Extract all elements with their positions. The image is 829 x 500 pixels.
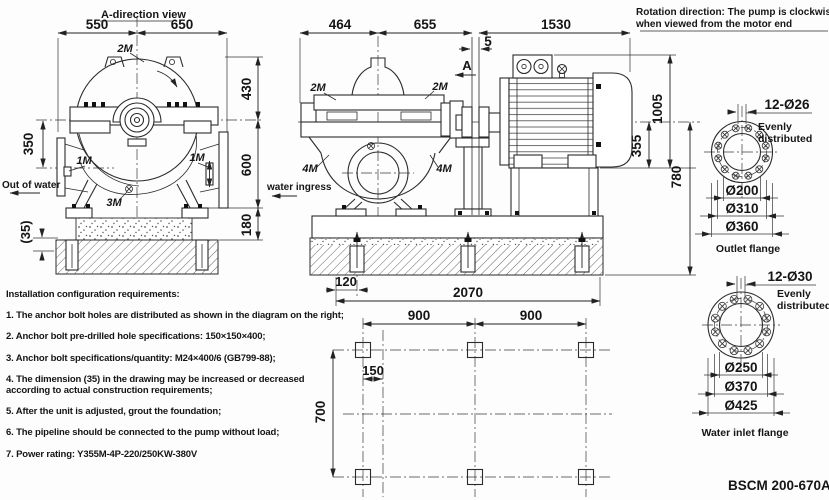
install-notes: Installation configuration requirements:…	[6, 289, 344, 470]
front-view: A-direction view 550 650 430 600 180 350…	[2, 9, 263, 275]
rotation-note: Rotation direction: The pump is clockwis…	[635, 7, 829, 32]
install-note-item: 6. The pipeline should be connected to t…	[6, 427, 280, 439]
outlet-evenly-2: distributed	[758, 133, 812, 145]
anchor-hole	[466, 341, 484, 359]
motor-support	[510, 167, 599, 217]
outlet-dia-360: Ø360	[725, 219, 758, 234]
rotation-arrow-icon	[156, 70, 178, 88]
inlet-flange-caption: Water inlet flange	[701, 427, 788, 439]
install-note-item: 1. The anchor bolt holes are distributed…	[6, 310, 344, 322]
baseplate	[311, 215, 604, 239]
foundation-section	[55, 239, 219, 275]
motor-end-cap	[592, 72, 633, 168]
1m-bolt-left	[63, 166, 72, 177]
dim-780: 780	[669, 166, 684, 189]
anchor-hole	[354, 341, 372, 359]
out-of-water-label: Out of water	[2, 180, 60, 191]
label-1m-right: 1M	[189, 152, 205, 164]
install-note-item: 4. The dimension (35) in the drawing may…	[6, 373, 305, 397]
front-view-title: A-direction view	[101, 9, 186, 21]
dim-430: 430	[239, 78, 254, 101]
dim-5: 5	[484, 34, 492, 49]
outlet-bolt-spec: 12-Ø26	[764, 97, 810, 112]
label-2m-side-left: 2M	[309, 82, 326, 94]
dim-650: 650	[171, 17, 194, 32]
label-4m-right: 4M	[435, 163, 452, 175]
anchor-hole	[354, 468, 372, 486]
motor-body	[508, 77, 597, 169]
inlet-flange-diagram: 12-Ø30 Evenly distributed Ø250 Ø370 Ø425…	[692, 269, 829, 439]
label-1m-left: 1M	[76, 155, 92, 167]
install-note-item: 2. Anchor bolt pre-drilled hole specific…	[6, 331, 266, 343]
casing-bell	[351, 57, 405, 96]
dim-355: 355	[629, 134, 644, 157]
dim-550: 550	[86, 17, 109, 32]
anchor-hole	[466, 468, 484, 486]
side-view: 2M 2M 4M 4M A water ingress 464 655 1530…	[266, 17, 700, 306]
inlet-dia-425: Ø425	[724, 398, 758, 413]
inlet-evenly-1: Evenly	[777, 288, 811, 300]
section-label-a: A	[462, 58, 472, 73]
rotation-note-line2: when viewed from the motor end	[635, 19, 792, 30]
outlet-evenly-1: Evenly	[758, 121, 792, 133]
outlet-dia-310: Ø310	[725, 201, 758, 216]
outlet-dia-200: Ø200	[725, 183, 758, 198]
label-4m-left: 4M	[301, 163, 318, 175]
lug-hole-left	[110, 59, 117, 66]
label-2m-front: 2M	[116, 43, 133, 55]
dim-1005: 1005	[650, 93, 665, 124]
dim-900-right: 900	[520, 308, 543, 323]
model-number: BSCM 200-670A	[728, 478, 829, 493]
inlet-bolt-spec: 12-Ø30	[767, 269, 812, 284]
foundation-plan: 900 900 150 700	[313, 308, 612, 497]
grout-block	[75, 217, 193, 241]
rotation-note-line1: Rotation direction: The pump is clockwis…	[636, 7, 829, 18]
dim-35: (35)	[18, 220, 33, 243]
inlet-evenly-2: distributed	[777, 300, 829, 312]
dim-120: 120	[335, 274, 357, 289]
dim-600: 600	[239, 154, 254, 177]
dim-464: 464	[329, 17, 352, 32]
dim-180: 180	[239, 214, 254, 237]
lug-hole-right	[168, 59, 175, 66]
inlet-dia-370: Ø370	[724, 379, 757, 394]
install-note-item: 3. Anchor bolt specifications/quantity: …	[6, 352, 276, 364]
dim-900-left: 900	[408, 308, 431, 323]
outlet-flange-diagram: 12-Ø26 Evenly distributed Ø200 Ø310 Ø360…	[695, 97, 812, 255]
water-ingress-label: water ingress	[266, 182, 332, 193]
terminal-box	[512, 54, 553, 79]
dim-700: 700	[313, 401, 328, 424]
label-2m-side-right: 2M	[431, 81, 448, 93]
label-3m: 3M	[106, 197, 122, 209]
anchor-hole	[577, 468, 595, 486]
install-notes-heading: Installation configuration requirements:	[6, 289, 180, 300]
inlet-dia-250: Ø250	[724, 360, 757, 375]
outlet-flange-caption: Outlet flange	[716, 243, 780, 255]
dim-350: 350	[21, 133, 36, 156]
suction-eye	[347, 142, 409, 204]
right-flange	[218, 131, 229, 209]
dim-1530: 1530	[541, 17, 571, 32]
anchor-hole	[577, 341, 595, 359]
dim-2070: 2070	[453, 285, 483, 300]
dim-655: 655	[414, 17, 437, 32]
install-note-item: 7. Power rating: Y355M-4P-220/250KW-380V	[6, 448, 198, 460]
dim-150: 150	[362, 363, 384, 378]
install-note-item: 5. After the unit is adjusted, grout the…	[6, 406, 222, 418]
